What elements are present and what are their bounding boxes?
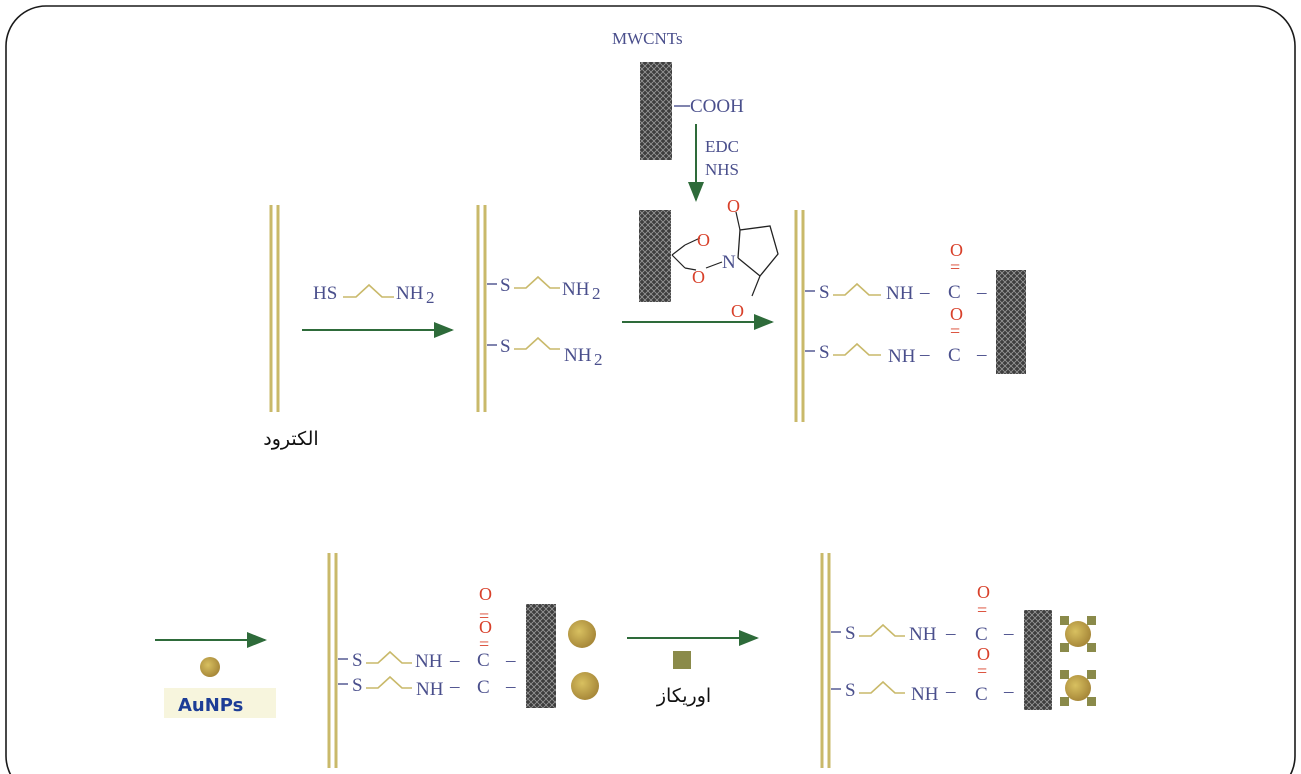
svg-text:–: –: [976, 282, 987, 303]
svg-text:O: O: [731, 301, 744, 321]
svg-text:HS: HS: [313, 283, 337, 304]
svg-text:–: –: [1003, 681, 1014, 702]
svg-text:=: =: [977, 661, 987, 681]
svg-text:S: S: [819, 342, 830, 363]
svg-text:=: =: [479, 634, 489, 654]
nhs-label: NHS: [705, 160, 739, 179]
svg-text:S: S: [845, 680, 856, 701]
svg-text:–: –: [505, 650, 516, 671]
svg-text:S: S: [819, 282, 830, 303]
svg-text:S: S: [500, 336, 511, 357]
svg-text:O: O: [479, 584, 492, 604]
svg-text:=: =: [950, 257, 960, 277]
svg-text:2: 2: [426, 288, 435, 307]
svg-text:O: O: [977, 582, 990, 602]
edc-label: EDC: [705, 137, 739, 156]
svg-text:–: –: [976, 344, 987, 365]
svg-text:2: 2: [592, 284, 601, 303]
svg-text:O: O: [697, 230, 710, 250]
svg-text:S: S: [845, 623, 856, 644]
svg-text:C: C: [948, 282, 961, 303]
svg-text:O: O: [977, 644, 990, 664]
svg-text:=: =: [479, 606, 489, 626]
svg-text:C: C: [975, 624, 988, 645]
aunps-label-bg: [164, 688, 276, 718]
svg-text:C: C: [477, 677, 490, 698]
svg-text:–: –: [919, 344, 930, 365]
svg-text:C: C: [477, 650, 490, 671]
svg-text:O: O: [692, 267, 705, 287]
figure-frame: [5, 5, 1296, 774]
svg-text:NH: NH: [888, 346, 916, 367]
svg-text:S: S: [500, 275, 511, 296]
svg-text:NH: NH: [416, 679, 444, 700]
svg-text:C: C: [975, 684, 988, 705]
svg-text:–: –: [945, 681, 956, 702]
mwcnt-electrode: S NH – O = C – S NH – O = C –: [794, 210, 1026, 422]
svg-text:NH: NH: [564, 345, 592, 366]
svg-text:N: N: [722, 252, 736, 273]
cooh-label: COOH: [690, 96, 744, 117]
svg-text:S: S: [352, 675, 363, 696]
enzyme-label: اوریکاز: [656, 685, 711, 707]
svg-text:–: –: [505, 676, 516, 697]
mwcnt-raw: [640, 62, 672, 160]
svg-text:O: O: [479, 617, 492, 637]
svg-text:O: O: [950, 304, 963, 324]
nhs-ester-mwcnt: O O N O O: [639, 196, 779, 321]
svg-text:NH: NH: [911, 684, 939, 705]
svg-text:NH: NH: [396, 283, 424, 304]
sam-electrode: S NH 2 S NH 2: [476, 205, 603, 412]
aunp-electrode: S NH – O = C – S NH – O = C –: [327, 553, 599, 768]
svg-text:=: =: [950, 321, 960, 341]
svg-text:NH: NH: [415, 651, 443, 672]
svg-text:S: S: [352, 650, 363, 671]
svg-text:O: O: [727, 196, 740, 216]
electrode-label: الکترود: [263, 428, 318, 450]
gold-nanoparticle-icon: [200, 657, 220, 677]
cysteamine-reagent: HS NH 2: [313, 283, 435, 307]
svg-text:C: C: [948, 345, 961, 366]
svg-text:O: O: [950, 240, 963, 260]
mwcnts-label: MWCNTs: [612, 29, 683, 48]
svg-text:NH: NH: [909, 624, 937, 645]
svg-text:NH: NH: [886, 283, 914, 304]
svg-text:=: =: [977, 600, 987, 620]
svg-text:–: –: [919, 282, 930, 303]
svg-text:–: –: [945, 623, 956, 644]
svg-text:NH: NH: [562, 279, 590, 300]
aunps-label: AuNPs: [178, 695, 243, 716]
svg-text:–: –: [449, 650, 460, 671]
bare-electrode: [269, 205, 280, 412]
svg-text:–: –: [449, 676, 460, 697]
svg-text:2: 2: [594, 350, 603, 369]
final-biosensor: S NH – O = C – S NH – O = C –: [820, 553, 1096, 768]
svg-text:–: –: [1003, 623, 1014, 644]
enzyme-icon: [673, 651, 691, 669]
